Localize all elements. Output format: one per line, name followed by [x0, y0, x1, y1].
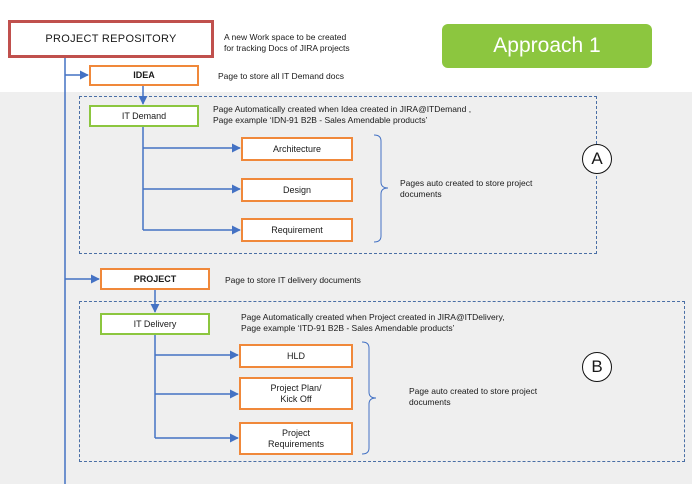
design-box: Design [241, 178, 353, 202]
hld-box: HLD [239, 344, 353, 368]
requirement-box: Requirement [241, 218, 353, 242]
marker-a: A [582, 144, 612, 174]
repository-note: A new Work space to be created for track… [224, 32, 350, 53]
project-requirements-box: Project Requirements [239, 422, 353, 455]
project-box: PROJECT [100, 268, 210, 290]
it-demand-note: Page Automatically created when Idea cre… [213, 104, 472, 125]
marker-b: B [582, 352, 612, 382]
it-delivery-box: IT Delivery [100, 313, 210, 335]
idea-note: Page to store all IT Demand docs [218, 71, 344, 81]
architecture-box: Architecture [241, 137, 353, 161]
it-demand-box: IT Demand [89, 105, 199, 127]
section-b-frame [79, 301, 685, 462]
project-note: Page to store IT delivery documents [225, 275, 361, 285]
project-repository-box: PROJECT REPOSITORY [8, 20, 214, 58]
project-repository-label: PROJECT REPOSITORY [45, 32, 177, 45]
it-delivery-note: Page Automatically created when Project … [241, 312, 505, 333]
bracket-a [373, 134, 389, 243]
section-a-frame [79, 96, 597, 254]
idea-box: IDEA [89, 65, 199, 86]
section-a-bracket-note: Pages auto created to store project docu… [400, 178, 533, 199]
project-plan-box: Project Plan/ Kick Off [239, 377, 353, 410]
approach-badge: Approach 1 [442, 24, 652, 68]
bracket-b [361, 341, 377, 455]
section-b-bracket-note: Page auto created to store project docum… [409, 386, 538, 407]
